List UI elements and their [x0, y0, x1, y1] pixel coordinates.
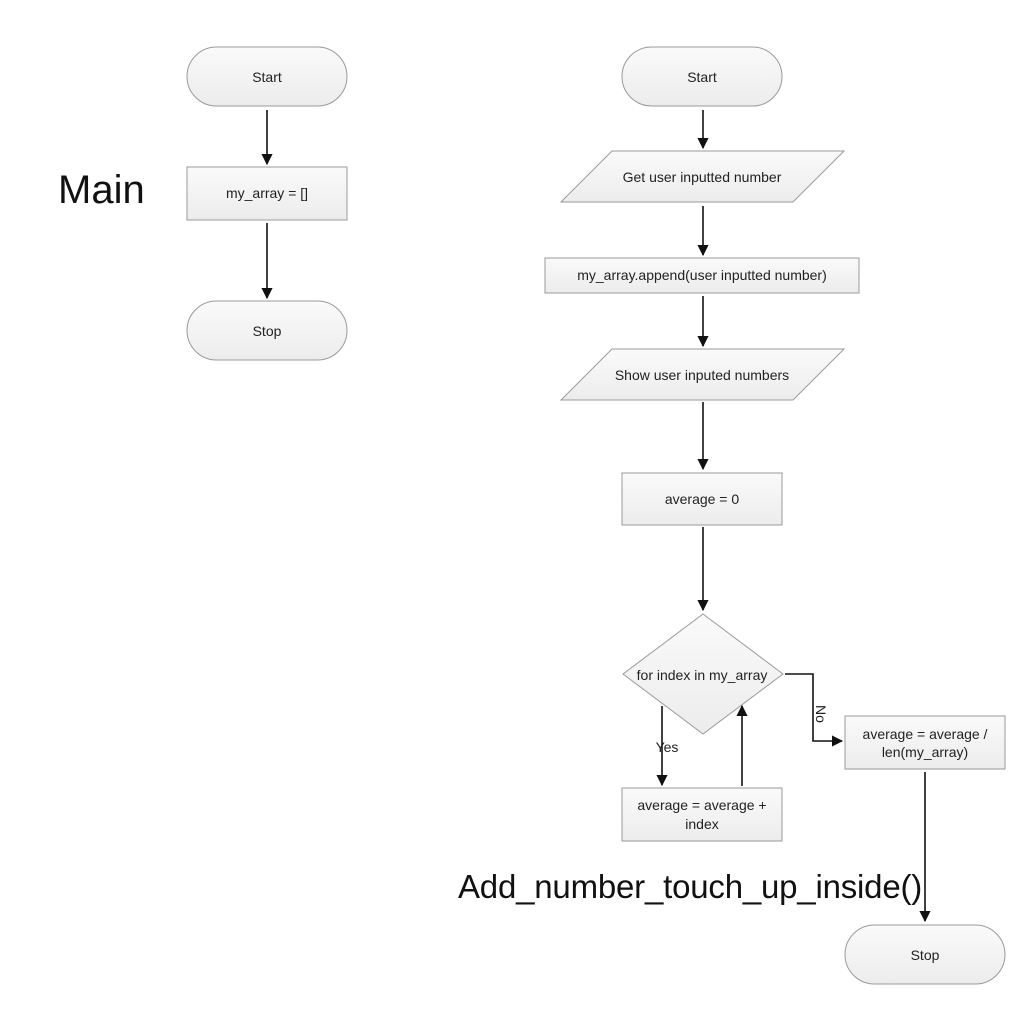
add-show-label: Show user inputed numbers — [615, 367, 789, 383]
main-init-process — [186, 166, 348, 221]
add-show-parallelogram — [559, 348, 846, 401]
add-input-parallelogram — [559, 150, 846, 203]
main-flowchart: Start my_array = [] Stop — [186, 46, 348, 361]
add-yes-label: Yes — [656, 739, 679, 755]
add-start-label: Start — [687, 69, 717, 85]
main-start-terminator — [186, 46, 348, 107]
add-loop-label: for index in my_array — [637, 667, 768, 683]
add-divide-label-line1: average = average / — [863, 726, 988, 742]
add-input-label: Get user inputted number — [623, 169, 782, 185]
main-flowchart-title: Main — [58, 168, 145, 212]
add-arrow-loop-no — [785, 673, 844, 747]
add-start-terminator — [621, 46, 783, 107]
main-start-label: Start — [252, 69, 282, 85]
add-stop-label: Stop — [911, 947, 940, 963]
add-avg-init-process — [621, 472, 783, 526]
main-stop-terminator — [186, 300, 348, 361]
add-accumulate-label-line2: index — [685, 816, 718, 832]
add-divide-process — [844, 715, 1006, 770]
add-append-label: my_array.append(user inputted number) — [577, 267, 827, 283]
main-init-label: my_array = [] — [226, 185, 308, 201]
add-avg-init-label: average = 0 — [665, 491, 740, 507]
add-loop-decision — [622, 613, 784, 735]
add-accumulate-process — [621, 787, 783, 842]
add-accumulate-label-line1: average = average + — [637, 797, 766, 813]
main-stop-label: Stop — [253, 323, 282, 339]
add-number-flowchart: Start Get user inputted number my_array.… — [544, 46, 1006, 985]
add-number-flowchart-title: Add_number_touch_up_inside() — [458, 868, 923, 905]
add-append-process — [544, 257, 860, 294]
add-divide-label-line2: len(my_array) — [882, 744, 968, 760]
add-stop-terminator — [844, 924, 1006, 985]
add-no-label: No — [813, 705, 829, 723]
